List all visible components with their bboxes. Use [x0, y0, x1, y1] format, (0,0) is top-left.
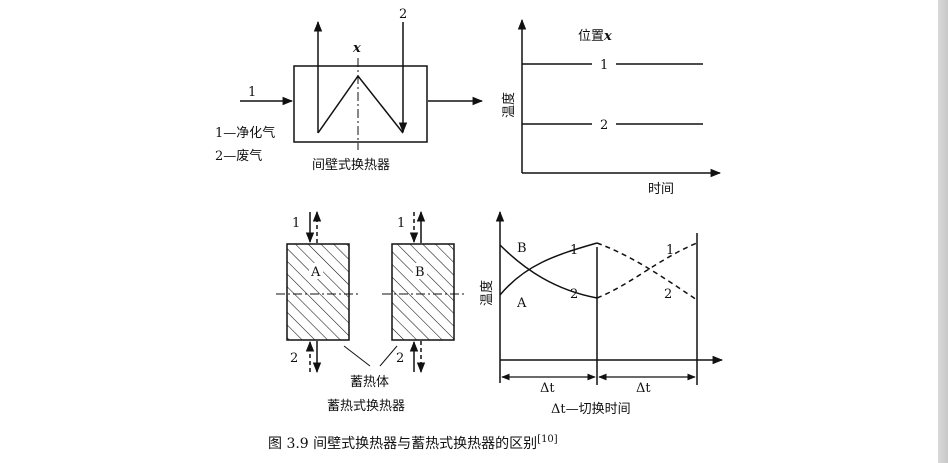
interval-1-label: Δt [540, 381, 555, 396]
regenerative-chart [495, 210, 724, 385]
inlet-label: 1 [248, 85, 256, 100]
position-text: 位置 [578, 29, 604, 44]
bed-a-label-bg [309, 263, 323, 279]
caption-ref: [10] [537, 434, 558, 445]
right-top-label: 1 [397, 216, 405, 231]
curve-2-dashed [596, 242, 698, 299]
bed-b-label-bg [413, 263, 427, 279]
regenerator-label: 蓄热体 [350, 375, 389, 390]
bed-a [286, 243, 350, 341]
regenerative-diagram [276, 210, 465, 374]
top-label: 2 [399, 7, 407, 22]
legend-line1: 1—净化气 [215, 125, 275, 141]
line-2-label: 2 [600, 118, 608, 133]
interval-2-label: Δt [636, 381, 651, 396]
bed-b-label: B [415, 265, 425, 280]
recuperative-title: 间壁式换热器 [312, 158, 390, 173]
curve-2-solid [499, 244, 598, 299]
curve-b-label: B [517, 241, 527, 256]
curve-1-dashed-label: 1 [666, 243, 674, 258]
legend-line2: 2—废气 [215, 148, 262, 164]
left-top-label: 1 [292, 216, 300, 231]
pointer-line-a [343, 345, 371, 367]
switch-time-note: Δt—切换时间 [551, 402, 631, 417]
position-symbol: x [603, 29, 612, 44]
section-label: x [352, 41, 361, 56]
bed-b [391, 243, 455, 341]
left-bottom-label: 2 [290, 351, 298, 366]
figure-caption: 图 3.9 间壁式换热器与蓄热式换热器的区别[10] [268, 434, 558, 452]
exchanger-box [293, 65, 428, 143]
curve-2-label: 2 [570, 287, 578, 302]
curve-2-dashed-label: 2 [664, 287, 672, 302]
pointer-line-b [379, 345, 398, 367]
caption-text: 图 3.9 间壁式换热器与蓄热式换热器的区别 [268, 435, 537, 452]
recuperative-chart [517, 18, 722, 178]
bed-a-label: A [310, 265, 321, 280]
y-axis-label-top: 温度 [501, 92, 517, 118]
curve-a-label: A [516, 296, 527, 311]
position-label: 位置x [578, 29, 612, 44]
x-axis-label: 时间 [648, 182, 674, 197]
right-bottom-label: 2 [396, 351, 404, 366]
recuperative-diagram [240, 20, 484, 150]
line-1-label: 1 [600, 58, 608, 73]
y-axis-label-bottom: 温度 [479, 280, 495, 306]
page-edge-bar [938, 0, 948, 463]
curve-1-solid [499, 242, 598, 296]
curve-1-dashed [596, 242, 698, 301]
regenerative-title: 蓄热式换热器 [327, 399, 405, 414]
zigzag-plate [317, 74, 404, 134]
curve-1-label: 1 [570, 243, 578, 258]
